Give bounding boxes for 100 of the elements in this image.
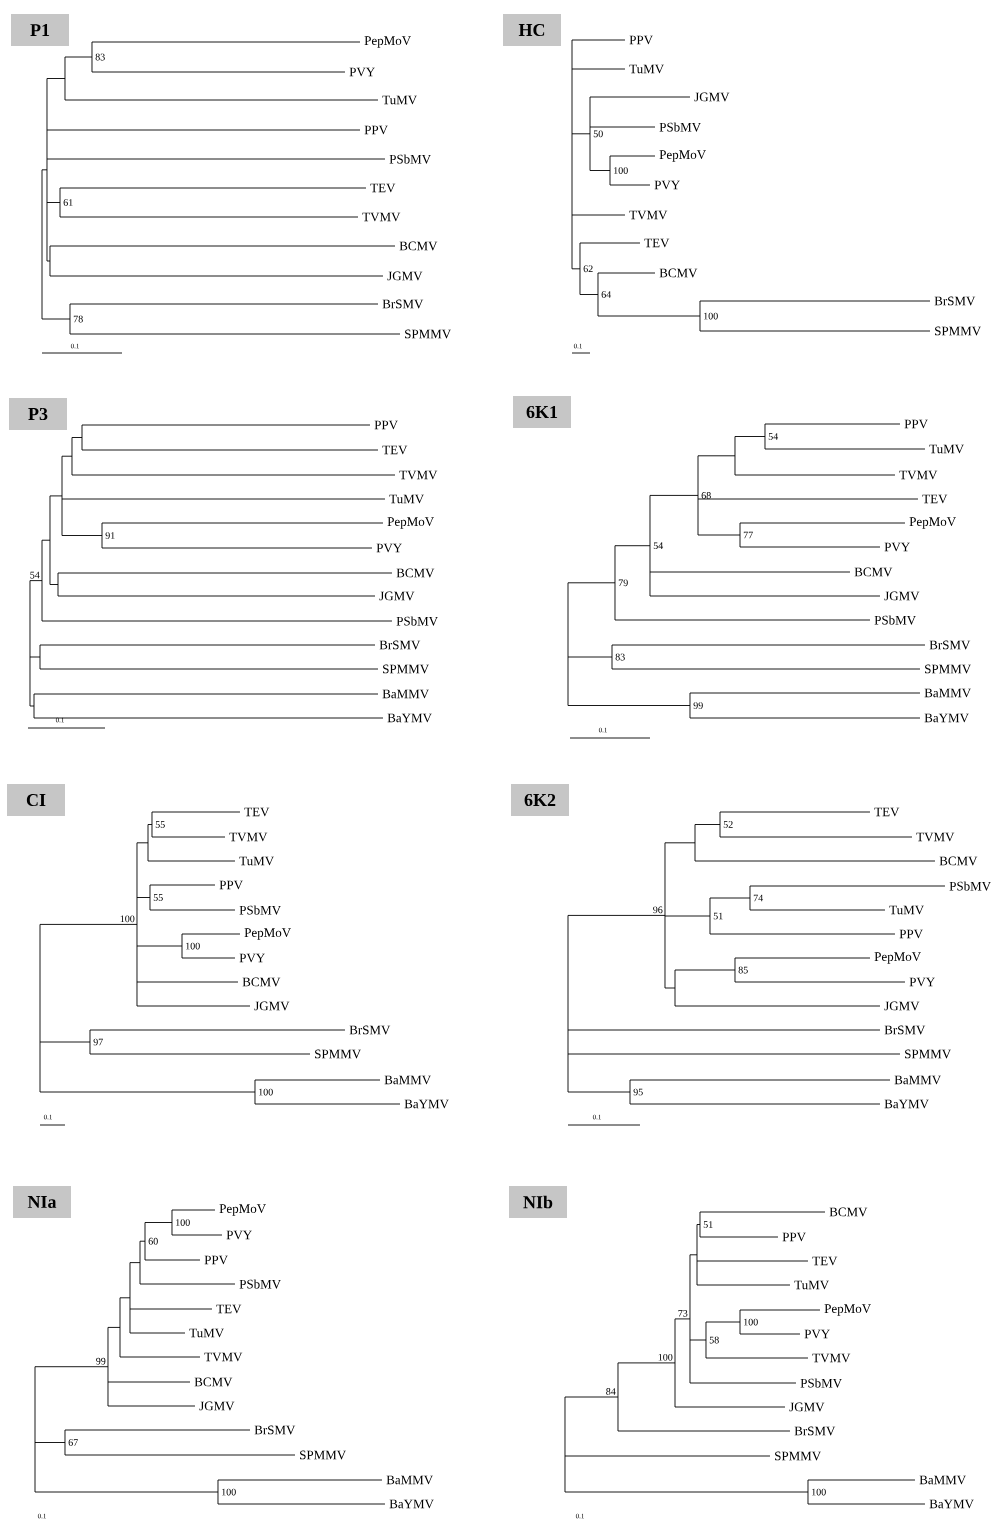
leaf-label: BCMV [829, 1207, 868, 1217]
leaf-label: JGMV [884, 1001, 920, 1011]
leaf-label: PPV [364, 125, 388, 135]
leaf-label: TEV [382, 445, 408, 455]
bootstrap-value: 100 [222, 1488, 236, 1496]
bootstrap-value: 100 [812, 1488, 826, 1496]
bootstrap-value: 99 [693, 702, 703, 709]
leaf-label: TEV [812, 1256, 838, 1266]
bootstrap-value: 84 [606, 1388, 616, 1395]
bootstrap-value: 61 [63, 199, 73, 206]
leaf-label: PSbMV [659, 122, 701, 132]
bootstrap-value: 58 [709, 1336, 719, 1344]
leaf-label: TuMV [629, 64, 664, 74]
leaf-label: TVMV [916, 832, 955, 842]
bootstrap-value: 83 [95, 53, 105, 61]
bootstrap-value: 64 [601, 291, 612, 298]
leaf-label: TuMV [889, 905, 924, 915]
leaf-label: TEV [244, 807, 270, 817]
leaf-label: PVY [376, 543, 402, 553]
leaf-label: JGMV [254, 1001, 290, 1011]
leaf-label: JGMV [789, 1402, 825, 1412]
leaf-label: BaYMV [884, 1099, 929, 1109]
leaf-label: PVY [654, 180, 680, 190]
bootstrap-value: 68 [701, 492, 711, 499]
bootstrap-value: 54 [653, 542, 664, 550]
panel-title-box: HC [503, 14, 561, 46]
leaf-label: BrSMV [929, 640, 971, 650]
leaf-label: PepMoV [244, 928, 291, 940]
leaf-label: TuMV [382, 95, 417, 105]
leaf-label: BaMMV [919, 1475, 966, 1485]
leaf-label: BCMV [396, 568, 435, 578]
leaf-label: SPMMV [405, 329, 451, 339]
bootstrap-value: 96 [653, 906, 663, 914]
bootstrap-value: 67 [68, 1439, 78, 1446]
leaf-label: PepMoV [824, 1304, 871, 1316]
leaf-label: PPV [374, 420, 398, 430]
leaf-label: BrSMV [379, 640, 421, 650]
leaf-label: SPMMV [925, 664, 971, 674]
bootstrap-value: 73 [678, 1310, 688, 1317]
leaf-label: JGMV [379, 591, 415, 601]
bootstrap-value: 100 [120, 915, 135, 923]
leaf-label: PSbMV [396, 616, 438, 626]
leaf-label: BCMV [659, 268, 698, 278]
leaf-label: BrSMV [934, 296, 976, 306]
bootstrap-value: 51 [703, 1221, 713, 1228]
leaf-label: TEV [370, 183, 396, 193]
leaf-label: PPV [782, 1232, 806, 1242]
leaf-label: BrSMV [382, 299, 424, 309]
leaf-label: TVMV [629, 210, 668, 220]
leaf-label: PSbMV [239, 1279, 281, 1289]
leaf-label: BaYMV [389, 1499, 434, 1509]
leaf-label: TVMV [362, 212, 401, 222]
leaf-label: TVMV [899, 470, 938, 480]
leaf-label: PSbMV [389, 154, 431, 164]
bootstrap-value: 51 [713, 912, 723, 920]
leaf-label: BCMV [399, 241, 438, 251]
bootstrap-value: 54 [768, 433, 779, 440]
leaf-label: PepMoV [219, 1204, 266, 1216]
leaf-label: TuMV [389, 494, 424, 504]
leaf-label: PepMoV [387, 517, 434, 529]
bootstrap-value: 52 [723, 821, 733, 828]
bootstrap-value: 60 [148, 1237, 158, 1245]
bootstrap-value: 62 [583, 265, 593, 273]
leaf-label: TuMV [189, 1328, 224, 1338]
leaf-label: PVY [239, 953, 265, 963]
leaf-label: JGMV [387, 271, 423, 281]
leaf-label: PPV [899, 929, 923, 939]
leaf-label: SPMMV [383, 664, 429, 674]
leaf-label: BaMMV [384, 1075, 431, 1085]
bootstrap-value: 77 [743, 531, 753, 539]
leaf-label: BaMMV [924, 688, 971, 698]
leaf-label: PVY [884, 542, 910, 552]
bootstrap-value: 83 [615, 653, 625, 661]
bootstrap-value: 79 [618, 579, 628, 587]
leaf-label: BrSMV [794, 1426, 836, 1436]
bootstrap-value: 55 [153, 894, 163, 901]
bootstrap-value: 100 [614, 167, 628, 174]
leaf-label: SPMMV [935, 326, 981, 336]
leaf-label: PVY [226, 1230, 252, 1240]
leaf-label: BCMV [854, 567, 893, 577]
leaf-label: TuMV [794, 1280, 829, 1290]
leaf-label: BaMMV [894, 1075, 941, 1085]
leaf-label: PepMoV [364, 36, 411, 48]
bootstrap-value: 100 [259, 1088, 273, 1096]
bootstrap-value: 55 [155, 821, 165, 828]
panel-title-box: 6K1 [513, 396, 571, 428]
panel-title-box: NIb [509, 1186, 567, 1218]
leaf-label: BrSMV [884, 1025, 926, 1035]
bootstrap-value: 100 [744, 1318, 758, 1326]
bootstrap-value: 97 [93, 1038, 103, 1046]
leaf-label: BaMMV [382, 689, 429, 699]
leaf-label: JGMV [199, 1401, 235, 1411]
bootstrap-value: 100 [704, 312, 718, 320]
leaf-label: TVMV [204, 1352, 243, 1362]
leaf-label: SPMMV [775, 1451, 821, 1461]
bootstrap-value: 100 [176, 1219, 190, 1226]
bootstrap-value: 78 [73, 315, 83, 323]
leaf-label: PSbMV [949, 881, 991, 891]
bootstrap-value: 100 [186, 942, 200, 950]
leaf-label: TEV [874, 807, 900, 817]
